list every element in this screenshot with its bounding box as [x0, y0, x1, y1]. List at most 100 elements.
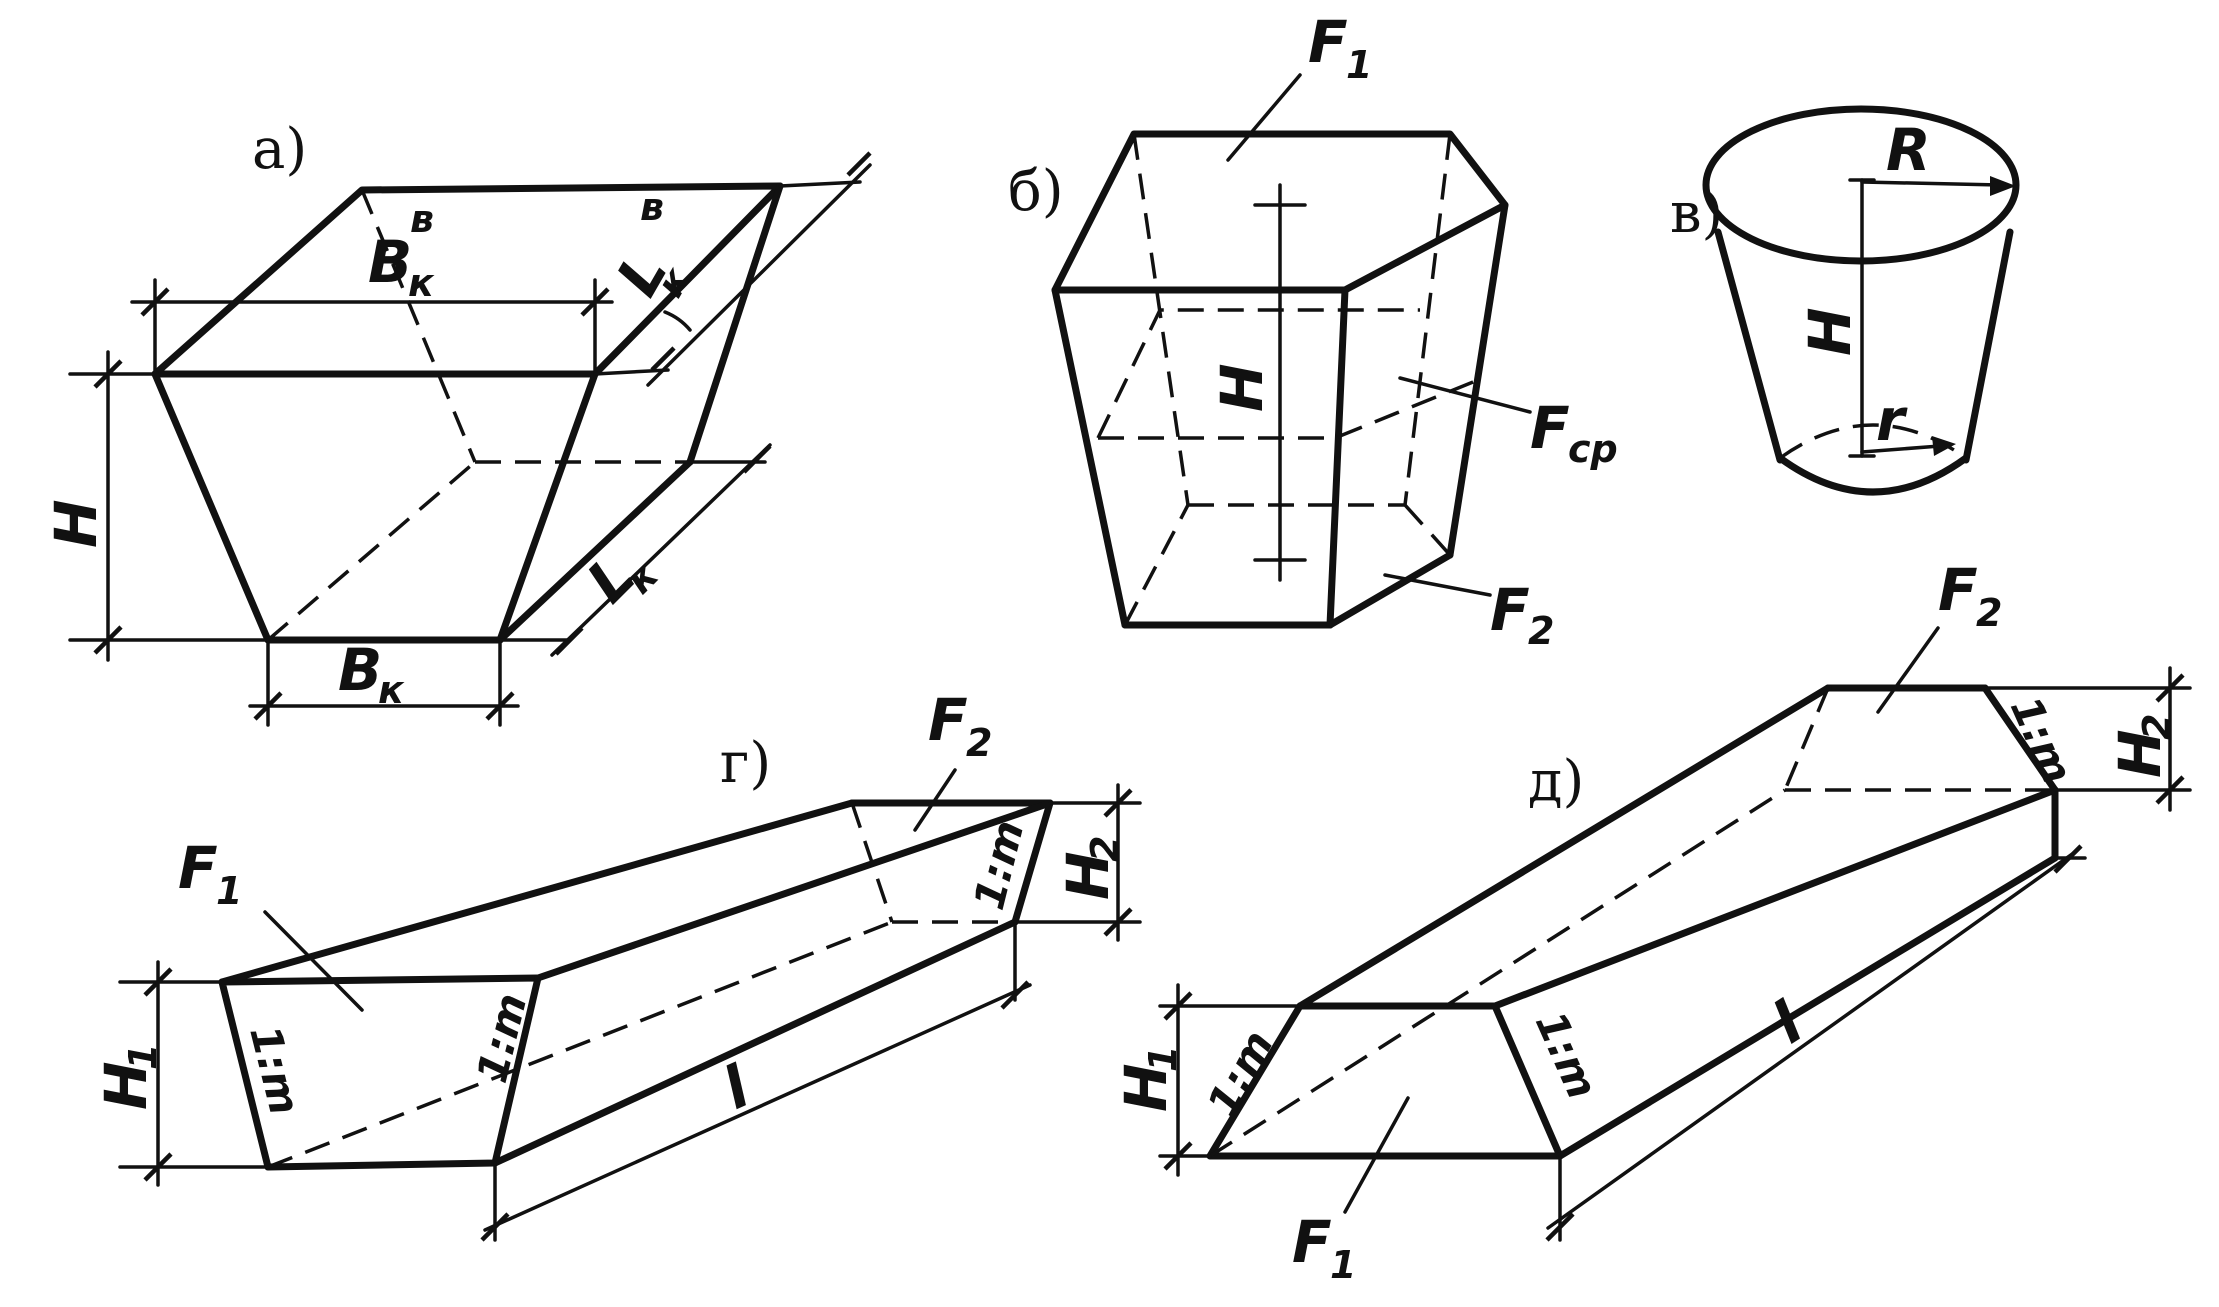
H1-sub: 1: [121, 1044, 165, 1070]
long-edge: [491, 918, 1019, 1167]
slope-label: 1:m: [1526, 1004, 1607, 1106]
left-edge: [151, 370, 272, 644]
dimension-tick: [1163, 991, 1193, 1021]
slope-label: 1:m: [1198, 1022, 1283, 1124]
mid-section: [1096, 308, 1420, 439]
panel-d: д) H 1 H 2 l 1:m: [1112, 556, 2192, 1287]
hidden-edge: [1783, 687, 1830, 791]
leader-line: [263, 910, 364, 1012]
dim-Bkv-sub: к: [408, 261, 435, 305]
F1-sub: 1: [1346, 43, 1372, 87]
H2-sub: 2: [2135, 714, 2179, 740]
F2-sub: 2: [1976, 591, 2002, 635]
angle-arc: [663, 310, 692, 332]
dimension-tick: [846, 151, 872, 177]
hidden-edge: [1209, 788, 1786, 1158]
leader-line: [1876, 626, 1940, 714]
panel-d-label: д): [1528, 749, 1584, 814]
long-edge: [1556, 854, 2059, 1160]
panel-b-label: б): [1008, 159, 1064, 224]
dimension-tick: [2155, 673, 2185, 703]
panel-g: г) H 1 H 2 l 1:m 1:m: [92, 686, 1142, 1242]
bottom-right-edge: [496, 458, 694, 644]
panel-a-label: а): [252, 117, 307, 182]
F1-label: F: [1308, 8, 1348, 76]
Fcp-sub: ср: [1568, 427, 1618, 471]
F2-label: F: [928, 686, 968, 754]
F1-sub: 1: [216, 869, 242, 913]
dimension-tick: [1103, 907, 1133, 937]
cone-side: [1962, 228, 2014, 464]
dimension-line-l: [1546, 850, 2077, 1230]
leader-line: [913, 768, 957, 832]
F2-sub: 2: [1528, 609, 1554, 653]
hidden-edge: [266, 460, 477, 642]
bottom-arc-front: [1776, 454, 1970, 496]
edge: [1326, 551, 1454, 629]
l-label: l: [713, 1052, 760, 1123]
dimension-tick: [742, 444, 772, 474]
top-face: [1051, 130, 1509, 294]
H2-label: H: [1054, 851, 1122, 900]
H1-label: H: [1112, 1063, 1180, 1112]
front-right-edge: [496, 370, 599, 644]
slope-label: 1:m: [467, 988, 536, 1087]
F2-label: F: [1938, 556, 1978, 624]
H-label: H: [1796, 307, 1864, 356]
panel-a: а) H B к B к в: [42, 117, 872, 727]
hidden-edge: [360, 189, 477, 463]
dim-Bk-sub: к: [378, 668, 405, 712]
hidden-edge: [1123, 504, 1190, 626]
l-label: l: [1761, 988, 1816, 1056]
edge: [1051, 286, 1129, 629]
long-edge: [218, 799, 856, 986]
H1-label: H: [92, 1061, 160, 1110]
hidden-edge: [267, 920, 893, 1169]
F1-sub: 1: [1330, 1243, 1356, 1287]
R-label: R: [1886, 116, 1931, 184]
dim-Bk-label: B: [338, 636, 382, 704]
dimension-tick: [253, 691, 283, 721]
panel-b: б) H F 1 F ср F 2: [1008, 8, 1618, 653]
dimension-line-l: [483, 983, 1032, 1232]
dimension-tick: [580, 287, 610, 317]
H2-sub: 2: [1083, 836, 1127, 862]
leader-line: [1383, 573, 1492, 597]
arrow-head: [1932, 436, 1956, 456]
dimension-tick: [480, 1212, 510, 1242]
r-label: r: [1876, 386, 1908, 454]
dimension-tick: [143, 967, 173, 997]
extension-line: [778, 180, 862, 188]
radius-R: [1860, 180, 2002, 187]
dim-H-label: H: [42, 499, 110, 548]
mid-section: [1098, 378, 1479, 440]
F2-sub: 2: [966, 721, 992, 765]
dimension-tick: [650, 346, 676, 372]
dimension-tick: [143, 1152, 173, 1182]
dimension-line-Lk: [550, 443, 772, 657]
dim-Bkv-sup: в: [410, 197, 434, 241]
dim-Lkv-sup: в: [640, 185, 664, 229]
dimension-tick: [2053, 844, 2083, 874]
dimension-line-Lkv: [646, 163, 872, 387]
H2-label: H: [2106, 729, 2174, 778]
axis-H-label: H: [1208, 363, 1276, 412]
long-edge: [1491, 786, 2059, 1010]
dim-Bkv-label: B: [368, 228, 412, 296]
dimension-tick: [140, 287, 170, 317]
hidden-edge: [1403, 133, 1452, 506]
leader-line: [1226, 73, 1302, 162]
H1-sub: 1: [1141, 1046, 1185, 1072]
Fcp-label: F: [1530, 394, 1570, 462]
F1-label: F: [178, 834, 218, 902]
dimension-tick: [1000, 980, 1030, 1010]
long-edge: [1296, 684, 1832, 1010]
dimension-tick: [1545, 1212, 1575, 1242]
arrow-head: [1990, 176, 2016, 196]
panel-g-label: г): [720, 731, 771, 796]
hidden-edge: [1403, 503, 1452, 557]
dimension-tick: [1103, 788, 1133, 818]
dimension-tick: [554, 626, 584, 656]
